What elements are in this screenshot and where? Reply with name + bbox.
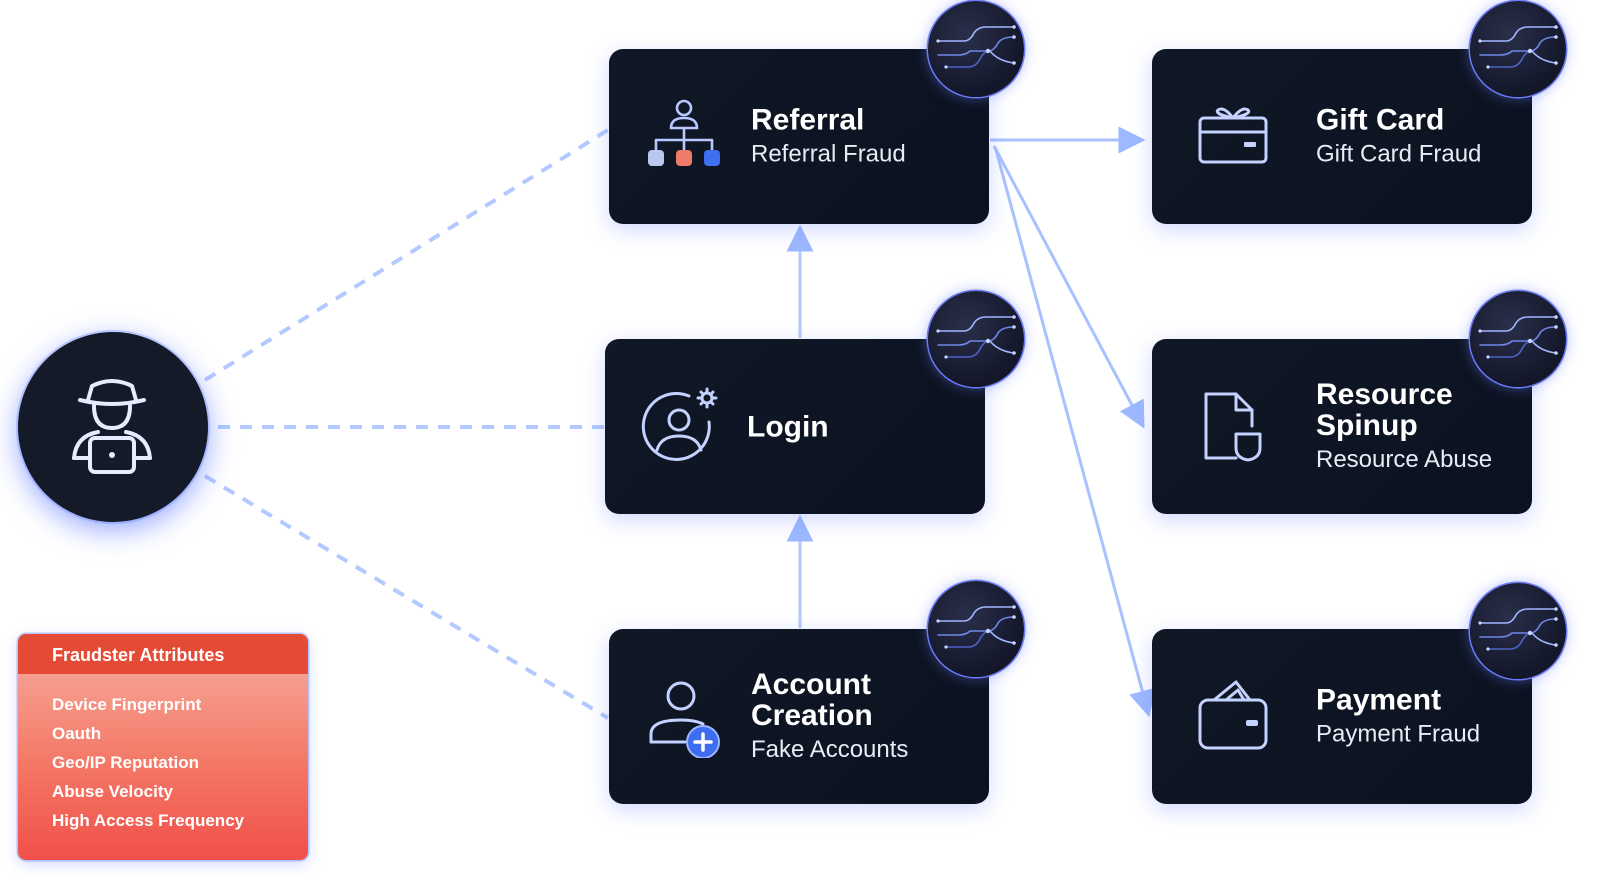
resource-spinup-card[interactable]: Resource Spinup Resource Abuse bbox=[1152, 339, 1532, 514]
attribute-item: Abuse Velocity bbox=[52, 782, 173, 801]
attribute-item: Geo/IP Reputation bbox=[52, 753, 200, 772]
fraudster-attributes-panel: Fraudster Attributes Device Fingerprint … bbox=[18, 634, 308, 860]
arrow-referral-to-resource bbox=[992, 145, 1145, 429]
payment-subtitle: Payment Fraud bbox=[1316, 720, 1481, 747]
payment-title: Payment bbox=[1316, 683, 1442, 716]
login-card[interactable]: Login bbox=[605, 339, 985, 514]
file-shield-icon bbox=[1204, 392, 1262, 461]
resource-text: Resource Spinup Resource Abuse bbox=[1316, 379, 1492, 475]
payment-text: Payment Payment Fraud bbox=[1316, 684, 1480, 749]
attribute-item: High Access Frequency bbox=[52, 811, 245, 830]
wallet-icon bbox=[1198, 680, 1268, 749]
account-creation-card[interactable]: Account Creation Fake Accounts bbox=[609, 629, 989, 804]
giftcard-text: Gift Card Gift Card Fraud bbox=[1316, 104, 1481, 169]
account-text: Account Creation Fake Accounts bbox=[751, 669, 908, 765]
login-text: Login bbox=[747, 411, 829, 442]
resource-subtitle: Resource Abuse bbox=[1316, 445, 1493, 473]
payment-card[interactable]: Payment Payment Fraud bbox=[1152, 629, 1532, 804]
attribute-item: Device Fingerprint bbox=[52, 695, 202, 714]
attributes-list: Device Fingerprint Oauth Geo/IP Reputati… bbox=[18, 674, 308, 835]
network-graph-icon bbox=[1470, 291, 1566, 387]
add-user-icon bbox=[649, 681, 720, 758]
attribute-item: Oauth bbox=[52, 724, 102, 743]
referral-card[interactable]: Referral Referral Fraud bbox=[609, 49, 989, 224]
referral-title: Referral bbox=[751, 103, 865, 136]
dashed-link-referral bbox=[203, 128, 610, 382]
login-title: Login bbox=[747, 410, 829, 443]
network-graph-icon bbox=[928, 581, 1024, 677]
hacker-laptop-icon bbox=[72, 379, 152, 474]
referral-subtitle: Referral Fraud bbox=[751, 140, 906, 167]
arrow-referral-to-payment bbox=[994, 149, 1156, 718]
referral-text: Referral Referral Fraud bbox=[751, 104, 906, 169]
account-subtitle: Fake Accounts bbox=[751, 735, 909, 763]
account-title: Account Creation bbox=[751, 667, 873, 732]
gift-card-icon bbox=[1198, 107, 1268, 163]
giftcard-subtitle: Gift Card Fraud bbox=[1316, 140, 1482, 167]
org-hierarchy-icon bbox=[648, 99, 720, 166]
network-graph-icon bbox=[1470, 1, 1566, 97]
giftcard-title: Gift Card bbox=[1316, 103, 1445, 136]
user-settings-icon bbox=[641, 387, 718, 461]
network-graph-icon bbox=[928, 291, 1024, 387]
fraudster-node[interactable] bbox=[18, 332, 208, 522]
gift-card-card[interactable]: Gift Card Gift Card Fraud bbox=[1152, 49, 1532, 224]
attributes-title: Fraudster Attributes bbox=[18, 634, 308, 674]
resource-title: Resource Spinup bbox=[1316, 377, 1453, 442]
network-graph-icon bbox=[928, 1, 1024, 97]
network-graph-icon bbox=[1470, 583, 1566, 679]
